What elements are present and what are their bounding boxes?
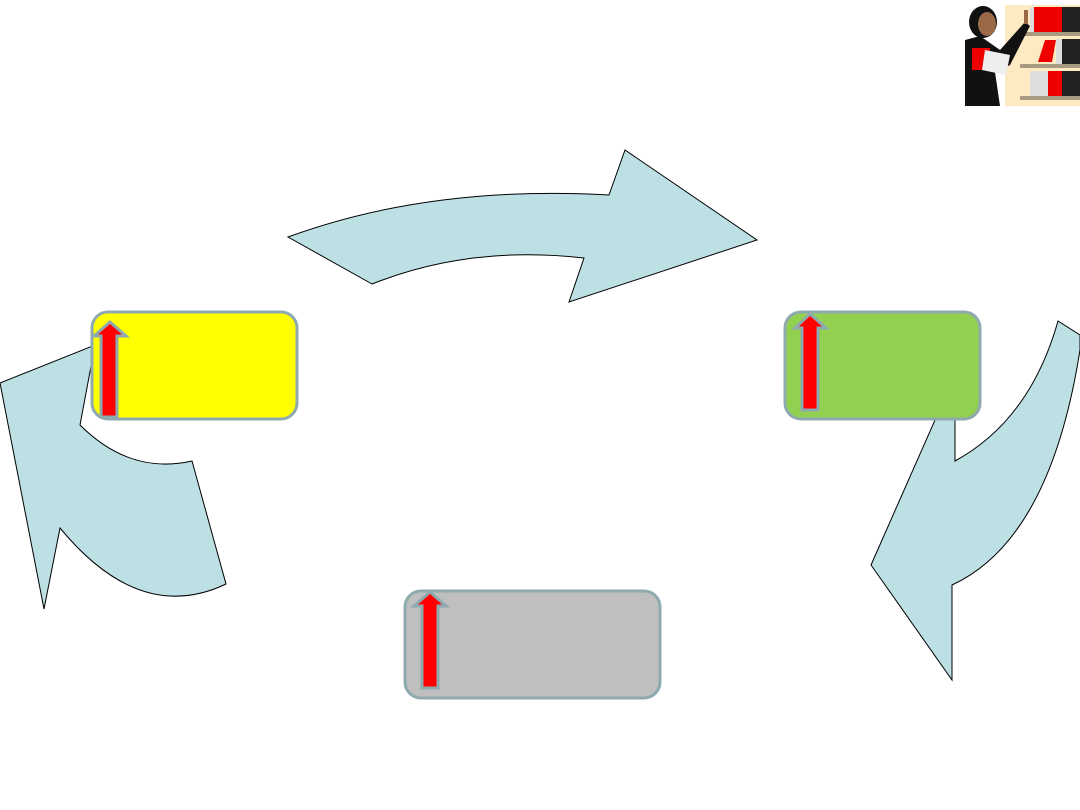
arrow-up-icon: [410, 590, 450, 690]
cycle-arrow-top: [286, 149, 759, 303]
box-gray: [403, 589, 662, 700]
arrow-up-icon: [90, 320, 130, 419]
box-yellow: [90, 310, 299, 421]
cycle-arrow-right: [870, 320, 1080, 682]
box-green: [783, 310, 982, 421]
librarian-bookshelf-icon: [965, 5, 1080, 106]
arrow-up-icon: [791, 311, 830, 412]
cycle-arrow-left: [0, 344, 227, 610]
